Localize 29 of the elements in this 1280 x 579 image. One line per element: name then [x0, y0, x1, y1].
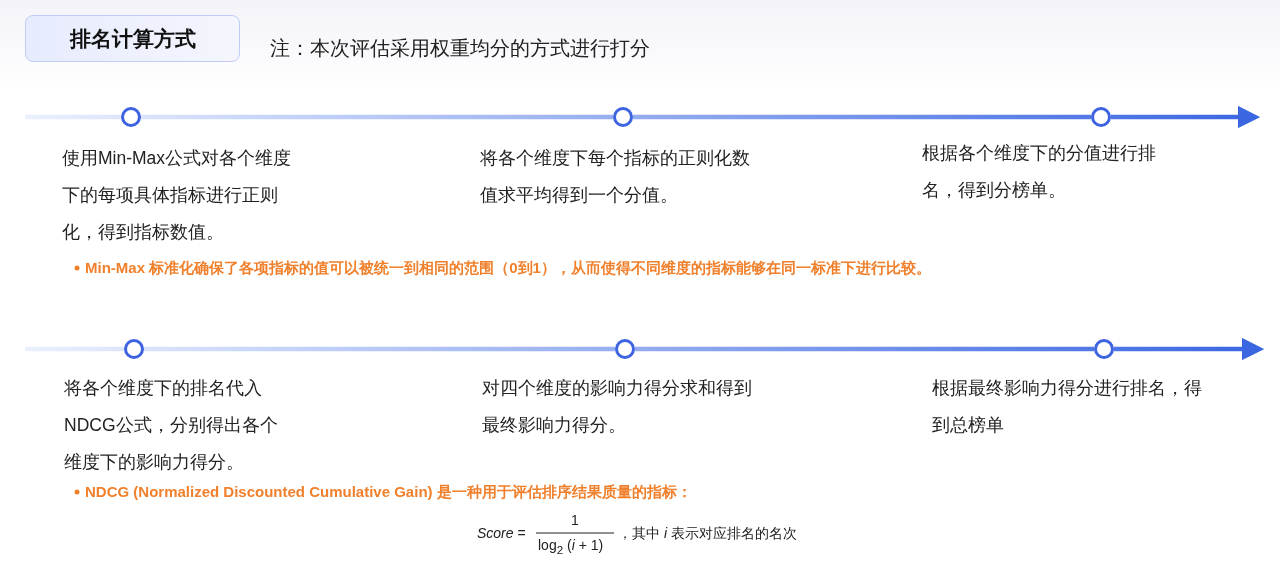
timeline-line — [25, 346, 124, 352]
timeline-line — [633, 114, 1091, 120]
timeline-line — [635, 346, 1094, 352]
section-title-tab — [25, 15, 240, 62]
step-description: 根据最终影响力得分进行排名，得到总榜单 — [932, 377, 1203, 437]
bullet-note: NDCG (Normalized Discounted Cumulative Gain) 是一种用于评估排序结果质量的指标： — [85, 482, 692, 502]
step-description: 对四个维度的影响力得分求和得到最终影响力得分。 — [482, 377, 753, 437]
section-title: 排名计算方式 — [69, 25, 196, 52]
timeline-dot — [121, 107, 141, 127]
timeline-dot — [1091, 107, 1111, 127]
timeline-dot — [1094, 339, 1114, 359]
step-description: 根据各个维度下的分值进行排名，得到分榜单。 — [922, 142, 1157, 202]
timeline-dot — [613, 107, 633, 127]
timeline-arrow — [1114, 337, 1265, 361]
step-description: 将各个维度下的排名代入NDCG公式，分别得出各个维度下的影响力得分。 — [64, 377, 279, 474]
timeline-dot — [615, 339, 635, 359]
step-description: 使用Min-Max公式对各个维度下的每项具体指标进行正则化，得到指标数值。 — [62, 147, 293, 244]
formula-text: Score = — [477, 524, 526, 542]
formula-numerator: 1 — [571, 511, 579, 529]
formula-text: ，其中 i 表示对应排名的名次 — [618, 524, 797, 542]
timeline-line — [141, 114, 613, 120]
note-text: 注：本次评估采用权重均分的方式进行打分 — [270, 36, 651, 61]
timeline-line — [144, 346, 615, 352]
formula-denominator: log$_{2}$ (i + 1) — [538, 536, 604, 558]
timeline-line — [25, 114, 121, 120]
timeline-dot — [124, 339, 144, 359]
step-description: 将各个维度下每个指标的正则化数值求平均得到一个分值。 — [480, 147, 751, 207]
timeline-arrow — [1111, 105, 1261, 129]
bullet-note: Min-Max 标准化确保了各项指标的值可以被统一到相同的范围（0到1），从而使得不同维度的指标能够在同一标准下进行比较。 — [85, 258, 931, 278]
